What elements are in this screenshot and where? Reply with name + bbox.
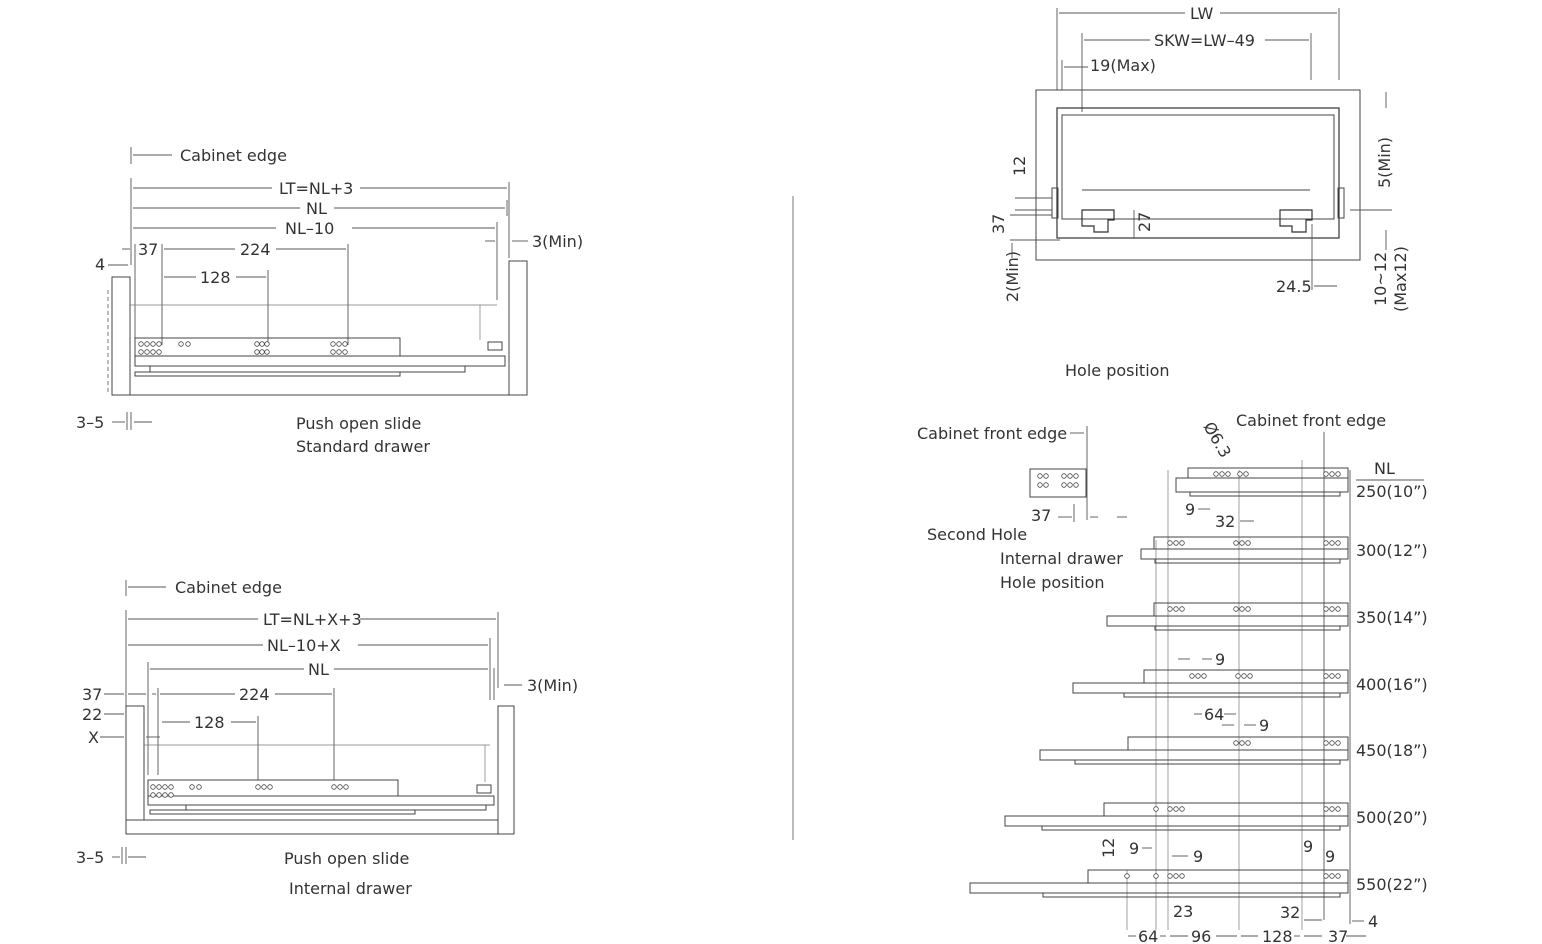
hc-64a: 64 <box>1204 705 1224 724</box>
front-view-diagram: LW SKW=LW–49 19(Max) 12 37 2(Min) 27 5(M… <box>989 4 1410 380</box>
hc-size-400: 400(16”) <box>1356 675 1428 694</box>
std-3min-label: 3(Min) <box>532 232 583 251</box>
int-3-5-label: 3–5 <box>76 848 104 867</box>
standard-drawer-diagram: Cabinet edge LT=NL+3 NL NL–10 3(Min) 37 … <box>76 146 583 456</box>
std-37-label: 37 <box>138 240 158 259</box>
std-224-label: 224 <box>240 240 271 259</box>
int-37-label: 37 <box>82 685 102 704</box>
hc-9f: 9 <box>1303 837 1313 856</box>
fv-skw-label: SKW=LW–49 <box>1154 31 1255 50</box>
fv-10-12-label: 10~12 <box>1371 252 1390 306</box>
hc-size-550: 550(22”) <box>1356 875 1428 894</box>
hc-rail-500 <box>1004 802 1349 831</box>
hc-size-500: 500(20”) <box>1356 808 1428 827</box>
std-caption-line1: Push open slide <box>296 414 421 433</box>
hc-32b: 32 <box>1280 903 1300 922</box>
internal-drawer-diagram: Cabinet edge LT=NL+X+3 NL–10+X NL 3(Min)… <box>76 578 578 898</box>
int-3min-label: 3(Min) <box>527 676 578 695</box>
hole-chart-diagram: Cabinet front edge Cabinet front edge Ø6… <box>917 411 1428 944</box>
fv-24-5-label: 24.5 <box>1276 277 1312 296</box>
fv-lw-label: LW <box>1190 4 1213 23</box>
hc-23: 23 <box>1173 902 1193 921</box>
hc-9c: 9 <box>1259 716 1269 735</box>
std-128-label: 128 <box>200 268 231 287</box>
hc-front-edge-left-label: Cabinet front edge <box>917 424 1067 443</box>
hc-size-300: 300(12”) <box>1356 541 1428 560</box>
std-lt-label: LT=NL+3 <box>279 179 353 198</box>
int-x-label: X <box>88 728 99 747</box>
hc-rail-400 <box>1072 669 1349 698</box>
std-3-5-label: 3–5 <box>76 413 104 432</box>
int-128-label: 128 <box>194 713 225 732</box>
int-slide-holes <box>150 784 349 798</box>
hc-hole-position-label: Hole position <box>1000 573 1105 592</box>
fv-27-label: 27 <box>1135 212 1154 232</box>
int-caption-line1: Push open slide <box>284 849 409 868</box>
hc-32a: 32 <box>1215 512 1235 531</box>
hc-9e: 9 <box>1193 847 1203 866</box>
hc-size-450: 450(18”) <box>1356 741 1428 760</box>
hc-9d: 9 <box>1129 839 1139 858</box>
fv-caption: Hole position <box>1065 361 1170 380</box>
fv-2min-label: 2(Min) <box>1003 251 1022 302</box>
hc-rail-300 <box>1140 536 1349 564</box>
hc-128: 128 <box>1262 927 1293 944</box>
std-4-label: 4 <box>95 255 105 274</box>
fv-37-label: 37 <box>989 214 1008 234</box>
hc-phi-label: Ø6.3 <box>1200 419 1235 461</box>
int-22-label: 22 <box>82 705 102 724</box>
hc-rail-450 <box>1039 736 1349 765</box>
hc-9g: 9 <box>1325 847 1335 866</box>
fv-5min-label: 5(Min) <box>1375 137 1394 188</box>
fv-max12-label: (Max12) <box>1391 246 1410 312</box>
hc-4: 4 <box>1368 912 1378 931</box>
hc-nl-header: NL <box>1374 459 1395 478</box>
std-nl10-label: NL–10 <box>285 219 334 238</box>
int-caption-line2: Internal drawer <box>289 879 412 898</box>
std-nl-label: NL <box>306 199 327 218</box>
hc-second-hole-label: Second Hole <box>927 525 1027 544</box>
hc-64b: 64 <box>1138 927 1158 944</box>
hc-internal-drawer-label: Internal drawer <box>1000 549 1123 568</box>
hc-rail-350 <box>1106 602 1349 631</box>
fv-12-label: 12 <box>1010 156 1029 176</box>
int-nl10x-label: NL–10+X <box>267 636 341 655</box>
hc-96: 96 <box>1191 927 1211 944</box>
int-lt-label: LT=NL+X+3 <box>263 610 362 629</box>
hc-37-detail-label: 37 <box>1031 506 1051 525</box>
hc-size-350: 350(14”) <box>1356 608 1428 627</box>
hc-12: 12 <box>1099 838 1118 858</box>
hc-rail-250 <box>1175 467 1349 497</box>
hc-rail-550 <box>969 869 1349 898</box>
hc-front-edge-right-label: Cabinet front edge <box>1236 411 1386 430</box>
fv-19max-label: 19(Max) <box>1090 56 1156 75</box>
std-cabinet-edge-label: Cabinet edge <box>180 146 287 165</box>
hc-37-bottom: 37 <box>1328 927 1348 944</box>
hc-size-250: 250(10”) <box>1356 482 1428 501</box>
hc-9b: 9 <box>1215 650 1225 669</box>
int-cabinet-edge-label: Cabinet edge <box>175 578 282 597</box>
std-slide-holes <box>138 341 348 355</box>
int-224-label: 224 <box>239 685 270 704</box>
std-caption-line2: Standard drawer <box>296 437 430 456</box>
int-nl-label: NL <box>308 660 329 679</box>
hc-9a: 9 <box>1185 500 1195 519</box>
